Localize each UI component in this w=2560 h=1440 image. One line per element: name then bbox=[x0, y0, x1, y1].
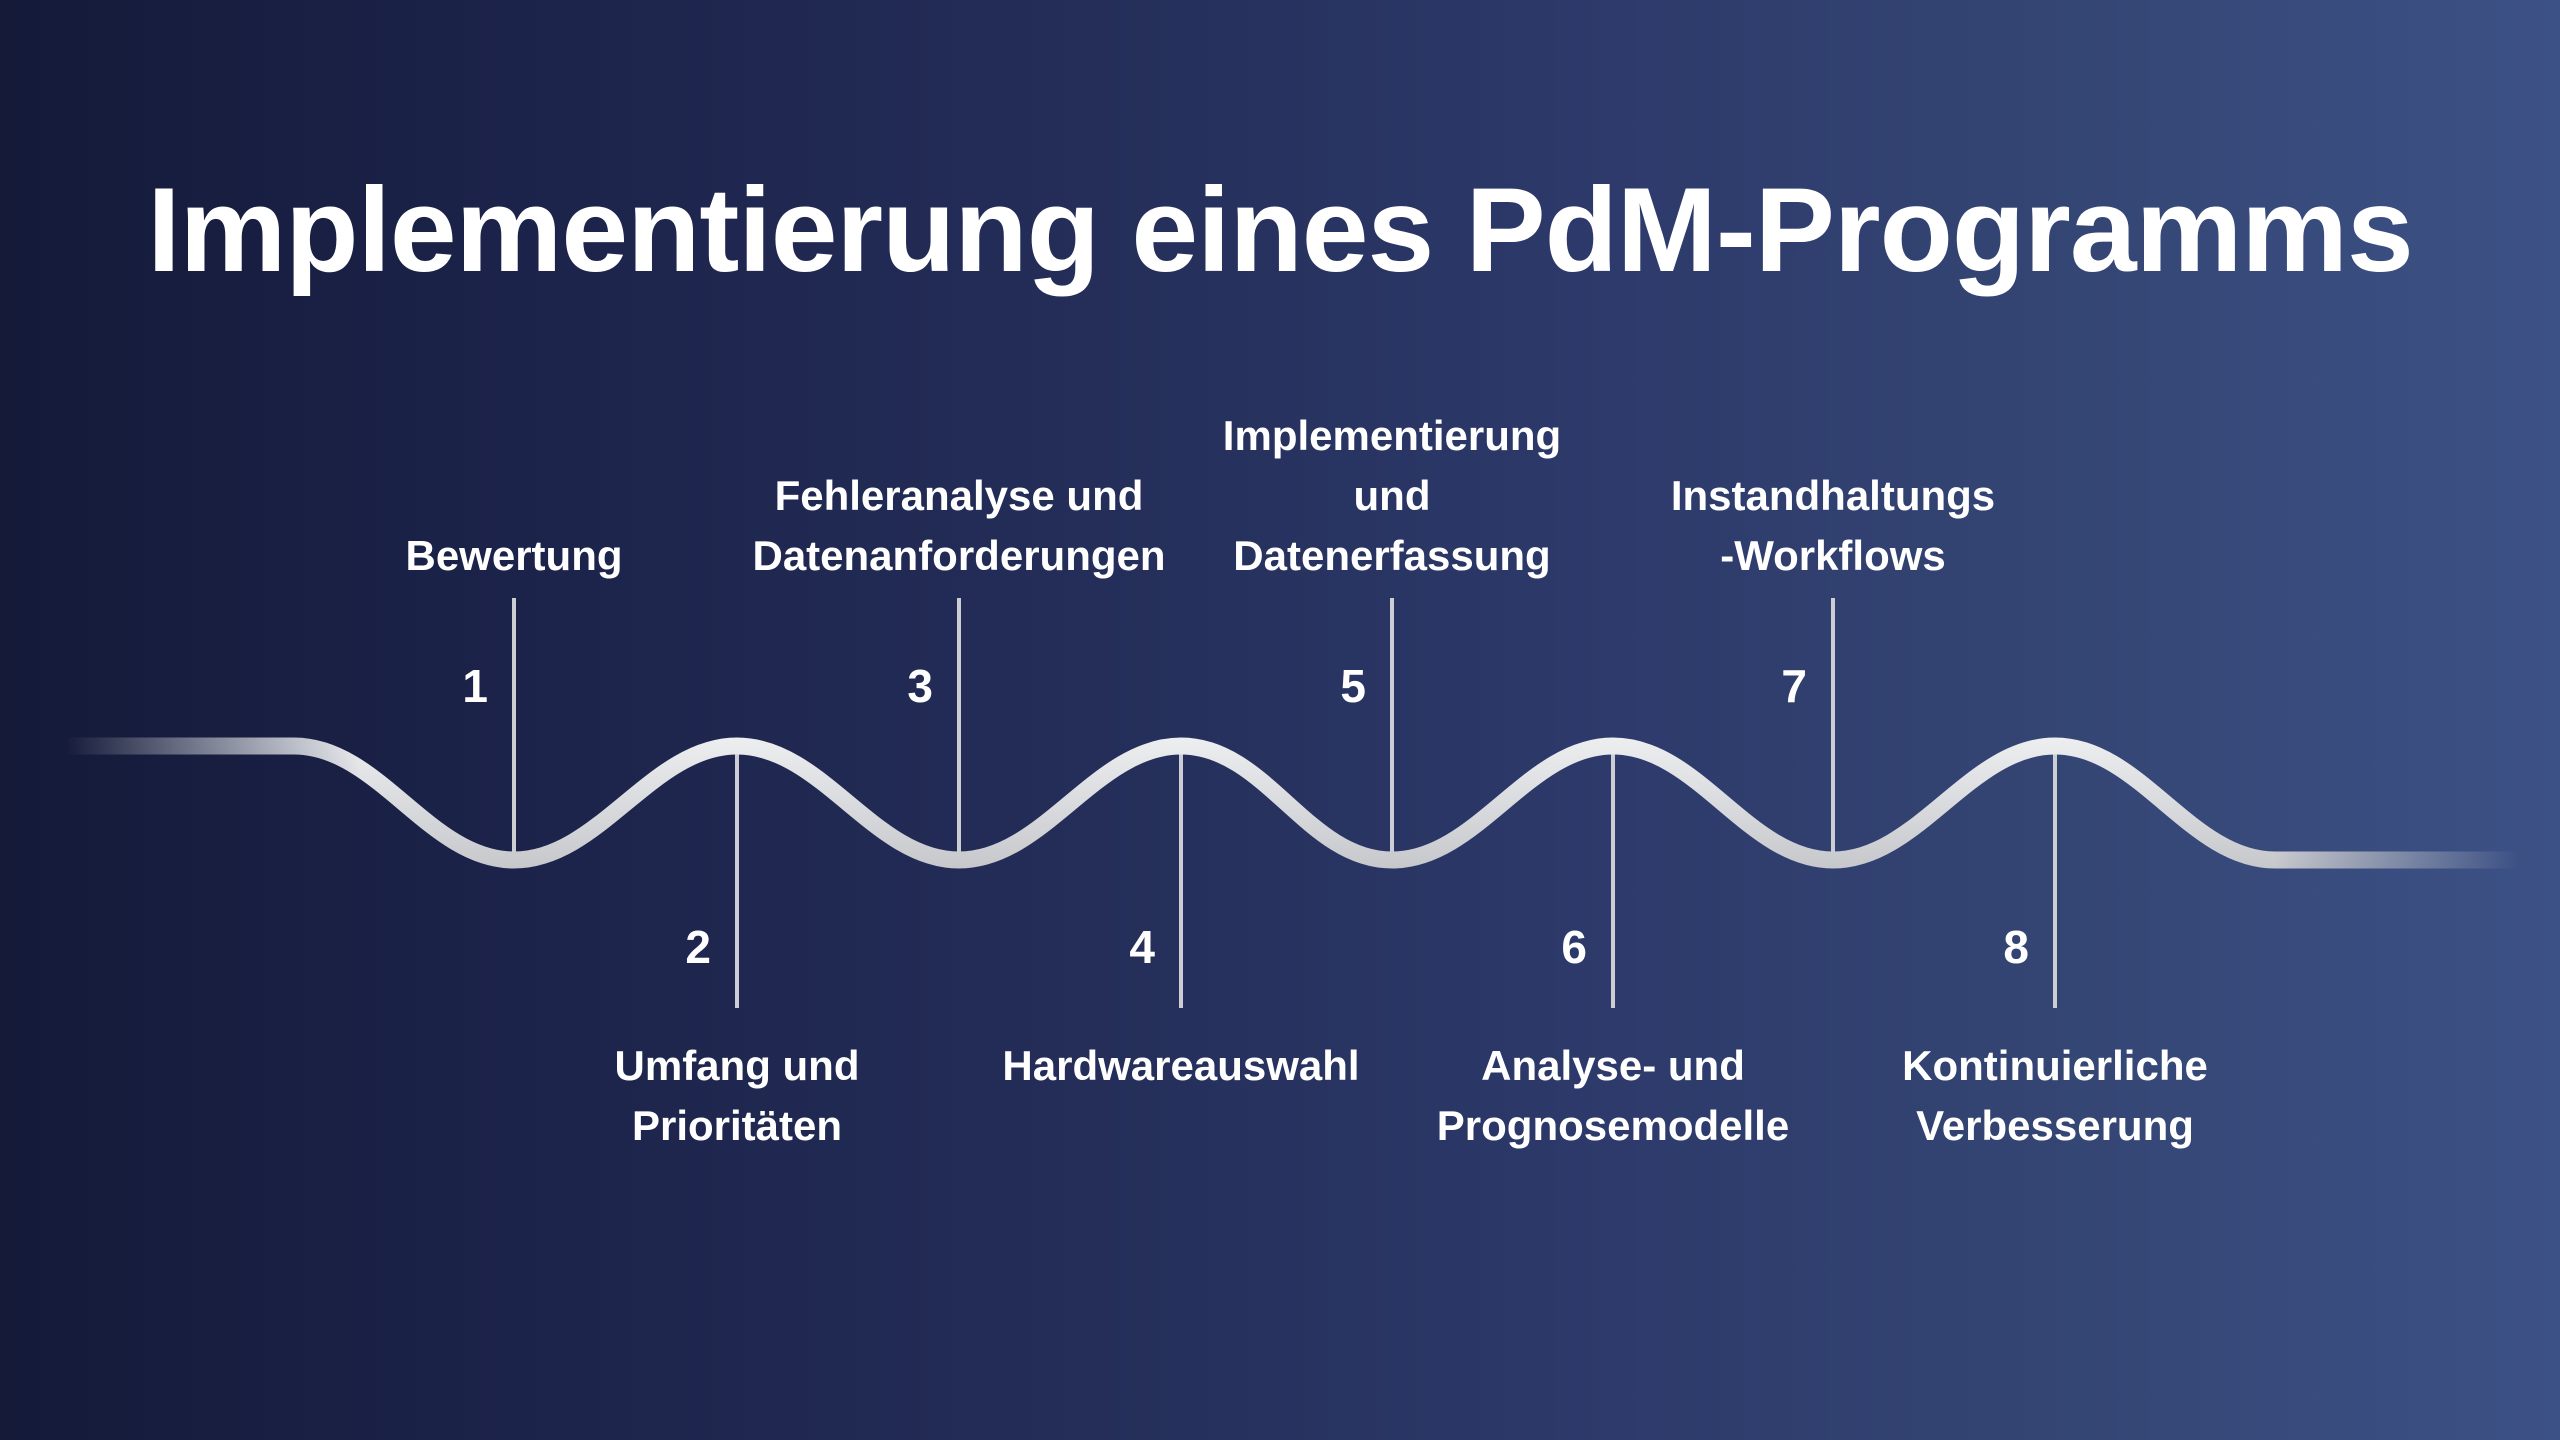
step-label: Instandhaltungs -Workflows bbox=[1670, 472, 1996, 579]
step-tick-line bbox=[957, 598, 961, 860]
step-label: Umfang und Prioritäten bbox=[614, 1042, 860, 1149]
step-tick-line bbox=[2053, 751, 2057, 1008]
step-number: 4 bbox=[1129, 921, 1155, 973]
step-label: Implementierung und Datenerfassung bbox=[1222, 412, 1562, 579]
step-label: Analyse- und Prognosemodelle bbox=[1436, 1042, 1790, 1149]
step-tick-line bbox=[735, 751, 739, 1008]
step-tick-line bbox=[1179, 751, 1183, 1008]
step-tick-line bbox=[1611, 751, 1615, 1008]
step-tick-line bbox=[1390, 598, 1394, 860]
step-tick-line bbox=[1831, 598, 1835, 860]
step-label: Hardwareauswahl bbox=[1002, 1042, 1360, 1089]
step-number: 3 bbox=[907, 660, 933, 712]
step-number: 6 bbox=[1561, 921, 1587, 973]
step-number: 8 bbox=[2003, 921, 2029, 973]
step-label: Kontinuierliche Verbesserung bbox=[1902, 1042, 2208, 1149]
step-tick-line bbox=[512, 598, 516, 860]
step-number: 1 bbox=[462, 660, 488, 712]
page-title: Implementierung eines PdM-Programms bbox=[147, 163, 2414, 298]
step-number: 7 bbox=[1781, 660, 1807, 712]
step-label: Fehleranalyse und Datenanforderungen bbox=[752, 472, 1166, 579]
step-number: 5 bbox=[1340, 660, 1366, 712]
wave-path bbox=[65, 737, 2520, 869]
step-number: 2 bbox=[685, 921, 711, 973]
step-label: Bewertung bbox=[405, 532, 623, 579]
